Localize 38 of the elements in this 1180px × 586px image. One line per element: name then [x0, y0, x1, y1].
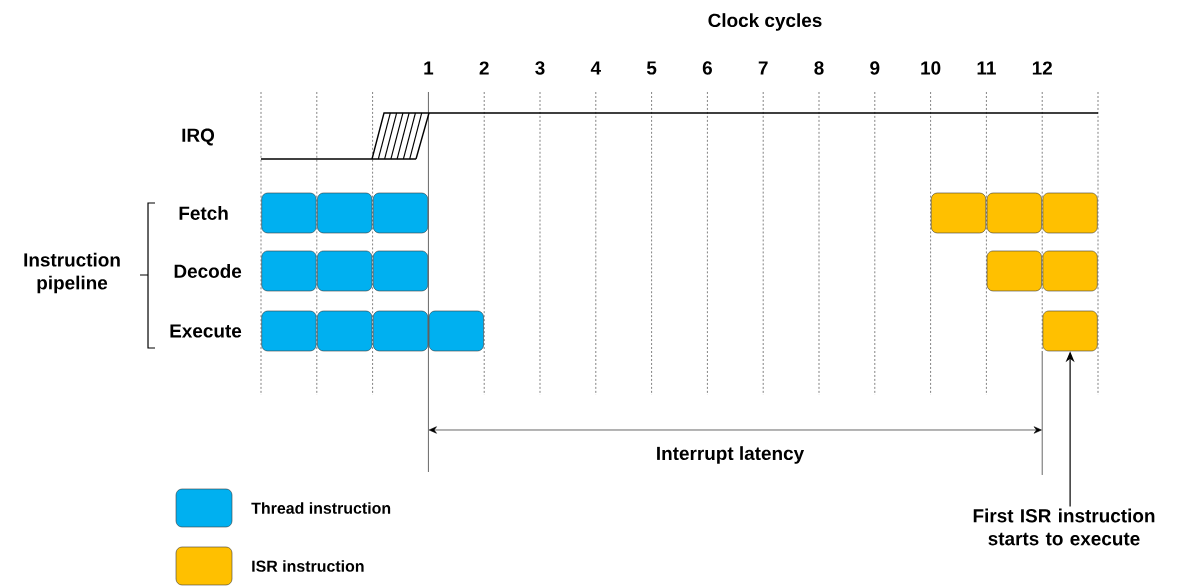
instruction-box — [317, 250, 373, 292]
cycle-number: 10 — [921, 61, 941, 75]
axis-title: Clock cycles — [708, 13, 822, 31]
legend-label: ISR instruction — [252, 560, 364, 572]
instruction-box — [1042, 192, 1098, 234]
instruction-box — [930, 192, 987, 234]
cycle-number: 8 — [814, 61, 824, 75]
instruction-box — [261, 192, 317, 234]
cycle-number: 12 — [1032, 61, 1052, 75]
instruction-box — [372, 250, 429, 292]
cycle-number: 1 — [424, 61, 434, 75]
instruction-box — [261, 250, 317, 292]
instruction-box — [986, 192, 1042, 234]
instruction-box — [372, 310, 429, 352]
group-label: Instruction pipeline — [24, 252, 120, 294]
row-label: Decode — [174, 264, 242, 278]
annotation: First ISR instruction starts to execute — [973, 508, 1155, 546]
row-label: Fetch — [179, 206, 228, 220]
cycle-number: 9 — [870, 61, 880, 75]
dimension-label: Interrupt latency — [657, 446, 805, 464]
cycle-number: 3 — [535, 61, 545, 75]
instruction-box — [317, 310, 373, 352]
legend-label: Thread instruction — [251, 502, 391, 514]
instruction-box — [317, 192, 373, 234]
cycle-number: 11 — [977, 61, 996, 75]
cycle-number: 5 — [646, 61, 657, 75]
cycle-number: 4 — [590, 61, 601, 75]
instruction-box — [372, 192, 429, 234]
instruction-box — [986, 250, 1042, 292]
cycle-number: 6 — [702, 61, 712, 75]
cycle-number: 2 — [479, 61, 489, 75]
cycle-number: 7 — [758, 61, 768, 75]
row-label: IRQ — [182, 128, 215, 146]
instruction-box — [261, 310, 317, 352]
row-label: Execute — [170, 324, 242, 338]
instruction-box — [1042, 250, 1098, 292]
instruction-box — [428, 310, 484, 352]
instruction-box — [1042, 310, 1098, 352]
